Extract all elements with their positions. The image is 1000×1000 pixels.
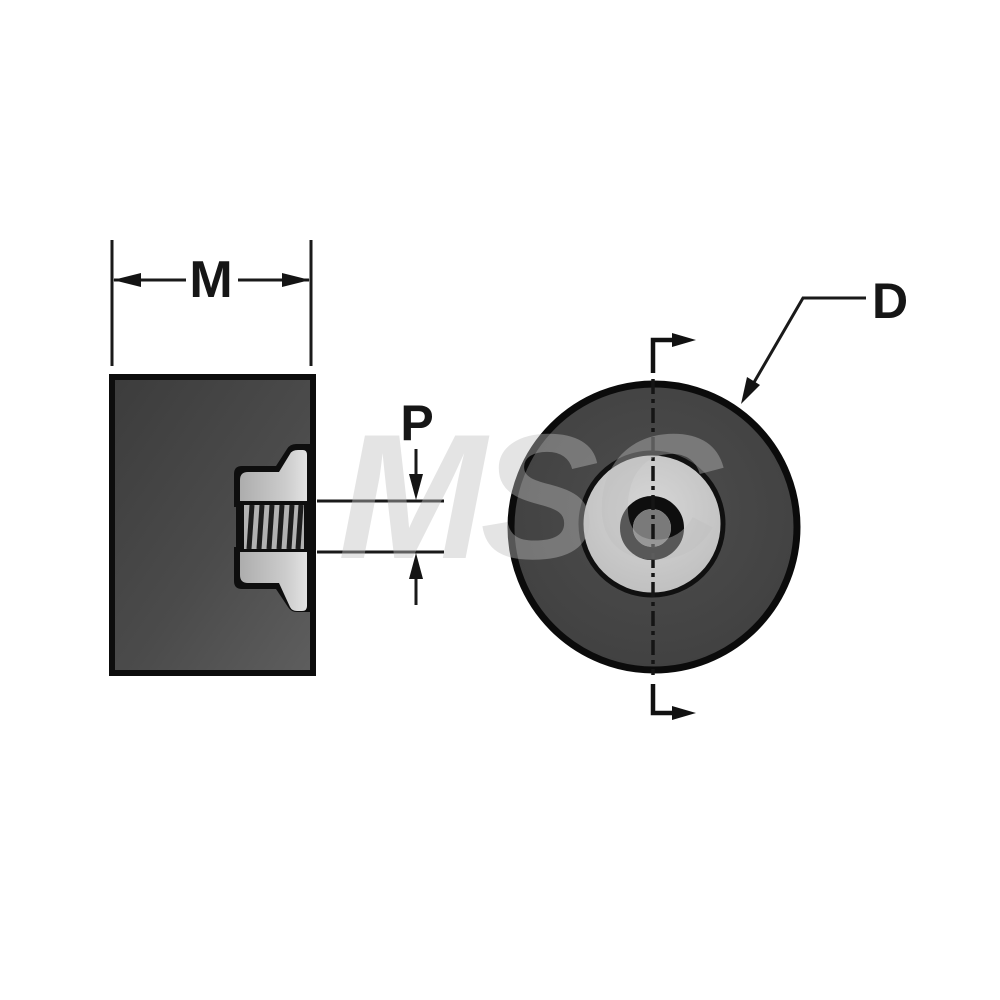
insert-top-flange — [240, 450, 307, 501]
p-arrow-up-icon — [409, 553, 423, 579]
thread-hatching — [246, 504, 304, 550]
thread-line — [286, 504, 295, 550]
d-label: D — [872, 273, 908, 329]
side-view — [109, 374, 316, 676]
section-arrow-top-line — [650, 337, 685, 373]
section-arrow-bottom-head-icon — [672, 706, 696, 720]
thread-line — [276, 504, 285, 550]
thread-line — [295, 504, 304, 550]
p-dimension: P — [317, 395, 444, 605]
insert-bottom-flange — [240, 552, 307, 611]
p-label: P — [400, 395, 433, 451]
m-label: M — [189, 251, 232, 309]
d-leader-line — [747, 296, 866, 392]
section-arrow-bottom — [650, 684, 696, 720]
m-arrow-left-icon — [113, 273, 141, 287]
d-callout: D — [741, 273, 908, 404]
m-arrow-right-icon — [282, 273, 310, 287]
thread-line — [266, 504, 275, 550]
thread-line — [246, 504, 255, 550]
thread-line — [256, 504, 265, 550]
section-arrow-top — [650, 333, 696, 373]
section-arrow-top-head-icon — [672, 333, 696, 347]
d-arrow-icon — [741, 377, 760, 404]
m-dimension: M — [110, 240, 313, 366]
front-view — [507, 333, 801, 720]
p-arrow-down-icon — [409, 474, 423, 500]
